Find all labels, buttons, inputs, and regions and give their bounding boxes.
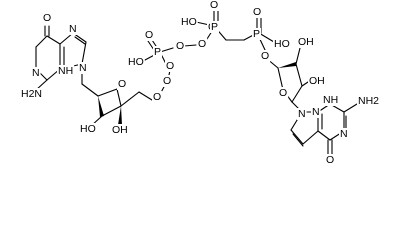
atom-label: N [340,128,348,140]
atom-label-bg [209,0,220,11]
atom-label: O [279,87,287,99]
atom-label-bg [57,65,75,77]
atom-label: O [163,75,171,87]
atom-label: OH [309,75,325,87]
atom-label: NH [58,65,73,77]
atom-label-bg [210,21,220,33]
atom-label-bg [79,123,97,135]
atom-label: O [118,78,126,90]
atom-label-bg [260,50,271,62]
atom-label-bg [78,62,88,74]
atom-label: O [43,12,51,24]
atom-label: N [79,62,87,74]
atom-label: N [298,108,306,120]
atom-label-bg [152,91,163,103]
atom-label-bg [68,23,78,35]
atom-label: N [69,23,77,35]
atom-label-bg [252,28,262,40]
atom-label-bg [175,40,186,52]
atom-label: P [154,46,161,58]
atom-label-bg [197,38,208,50]
atom-label: OH [298,36,314,48]
atom-label: O [198,38,206,50]
atom-label-bg [325,154,336,166]
atom-label: NH [323,94,338,106]
atom-label: OH [112,124,128,136]
atom-label-bg [273,38,291,50]
atom-label: HO [128,56,144,68]
atom-label-bg [297,36,315,48]
atom-label-bg [357,95,381,107]
atom-label-bg [144,29,155,41]
atom-label-bg [311,106,321,118]
left-ribose-bonds [81,63,153,127]
atom-label: O [326,154,334,166]
atom-labels: O N N NH H2N N O HO OH O O O P O HO O O … [20,0,381,166]
atom-label-bg [297,108,307,120]
atom-label: H2N [21,88,42,100]
atom-label-bg [127,56,145,68]
atom-label-bg [180,16,198,28]
atom-label: NH2 [358,95,379,107]
atom-label: O [145,29,153,41]
atom-label: HO [80,123,96,135]
atom-label-bg [117,78,128,90]
atom-label: O [176,40,184,52]
atom-label: O [210,0,218,11]
atom-label: HO [181,16,197,28]
atom-label-bg [20,88,44,100]
right-ribose-bonds [265,47,309,113]
atom-label: P [253,28,260,40]
atom-label: O [153,91,161,103]
atom-label-bg [162,75,173,87]
atom-label: N [32,67,40,79]
structure-svg: O N N NH H2N N O HO OH O O O P O HO O O … [20,0,381,166]
atom-label: O [261,50,269,62]
molecule-diagram: O N N NH H2N N O HO OH O O O P O HO O O … [20,0,381,166]
atom-label-bg [278,87,289,99]
atom-label-bg [42,12,53,24]
atom-label: O [166,60,174,72]
atom-label: N [312,106,320,118]
atom-label-bg [31,67,41,79]
atom-label-bg [153,46,163,58]
atom-label-bg [308,75,326,87]
atom-label-bg [252,6,263,18]
atom-label-bg [111,124,129,136]
atom-label-bg [339,128,349,140]
left-guanine-bonds [35,25,87,91]
atom-label: HO [274,38,290,50]
atom-label: P [211,21,218,33]
atom-label: O [253,6,261,18]
atom-label-bg [322,94,340,106]
atom-label-bg [165,60,176,72]
